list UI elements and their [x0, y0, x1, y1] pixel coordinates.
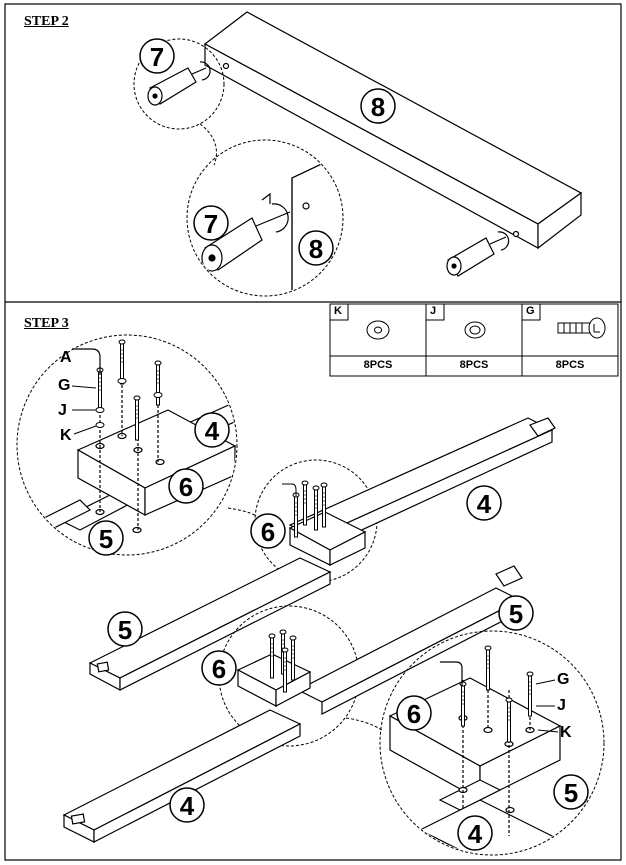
- callout-main-6-bottom: 6: [201, 650, 237, 686]
- callout-right-5: 5: [553, 774, 589, 810]
- step2-callout-7-top: 7: [139, 38, 175, 74]
- hardware-table: [329, 303, 619, 377]
- callout-main-4-bottom: 4: [169, 787, 205, 823]
- block-6-top-bolts: [282, 480, 328, 538]
- outer-border: [4, 3, 622, 861]
- knob-small-top: [147, 61, 211, 106]
- callout-right-4: 4: [457, 815, 493, 851]
- step2-title: STEP 2: [24, 14, 69, 29]
- hardware-g-code: G: [526, 305, 535, 317]
- callout-right-6: 6: [396, 695, 432, 731]
- step3-detail-left-labels: A G J K: [58, 349, 97, 444]
- svg-text:6: 6: [212, 654, 226, 684]
- detail-circle-large: [186, 139, 344, 297]
- step3-detail-right-labels: G J K: [535, 671, 572, 741]
- callout-main-5-left: 5: [107, 611, 143, 647]
- svg-text:6: 6: [407, 699, 421, 729]
- svg-text:G: G: [557, 671, 569, 688]
- rail-part-5-top: [88, 557, 332, 691]
- hardware-k-icon: [366, 320, 390, 340]
- hardware-g-icon: [557, 317, 606, 339]
- callout-main-5-right: 5: [498, 595, 534, 631]
- hardware-j-qty: 8PCS: [459, 359, 489, 371]
- callout-left-4: 4: [194, 412, 230, 448]
- svg-text:J: J: [58, 402, 67, 419]
- knob-small-bottom: [446, 231, 510, 277]
- step2-callout-8-board: 8: [360, 88, 396, 124]
- svg-text:K: K: [60, 427, 72, 444]
- svg-text:7: 7: [150, 42, 164, 72]
- svg-text:8: 8: [371, 92, 385, 122]
- svg-text:K: K: [560, 724, 572, 741]
- svg-text:5: 5: [99, 524, 113, 554]
- step3-detail-left-bolts: [72, 339, 163, 441]
- hardware-k-code: K: [334, 305, 342, 317]
- callout-main-6-top: 6: [250, 513, 286, 549]
- svg-text:6: 6: [261, 517, 275, 547]
- hardware-j-code: J: [430, 305, 437, 317]
- step3-detail-left-circle: [16, 334, 238, 556]
- callout-main-4-top: 4: [466, 485, 502, 521]
- svg-text:J: J: [557, 697, 566, 714]
- svg-text:8: 8: [309, 234, 323, 264]
- step3-detail-right-circle: [379, 630, 605, 856]
- step3-title: STEP 3: [24, 316, 69, 331]
- rail-part-4-lower: [62, 709, 302, 843]
- svg-text:4: 4: [477, 489, 492, 519]
- step2-callout-7-detail: 7: [193, 205, 229, 241]
- hardware-j-icon: [464, 321, 486, 339]
- step2-callout-8-detail: 8: [298, 230, 334, 266]
- callout-left-5: 5: [88, 520, 124, 556]
- svg-text:4: 4: [468, 819, 483, 849]
- block-part-6-top: [288, 511, 367, 566]
- svg-text:5: 5: [118, 615, 132, 645]
- svg-text:6: 6: [179, 472, 193, 502]
- step3-detail-right-bolts: [440, 645, 534, 743]
- svg-text:5: 5: [509, 599, 523, 629]
- svg-text:G: G: [58, 377, 70, 394]
- svg-text:5: 5: [564, 778, 578, 808]
- hardware-g-qty: 8PCS: [555, 359, 585, 371]
- block-part-6-bottom: [236, 653, 312, 707]
- svg-text:A: A: [60, 349, 72, 366]
- svg-text:4: 4: [205, 416, 220, 446]
- hardware-k-qty: 8PCS: [363, 359, 393, 371]
- board-part-8: [203, 11, 583, 250]
- svg-text:4: 4: [180, 791, 195, 821]
- callout-left-6: 6: [168, 468, 204, 504]
- detail-circle-small: [133, 38, 225, 130]
- svg-text:7: 7: [204, 209, 218, 239]
